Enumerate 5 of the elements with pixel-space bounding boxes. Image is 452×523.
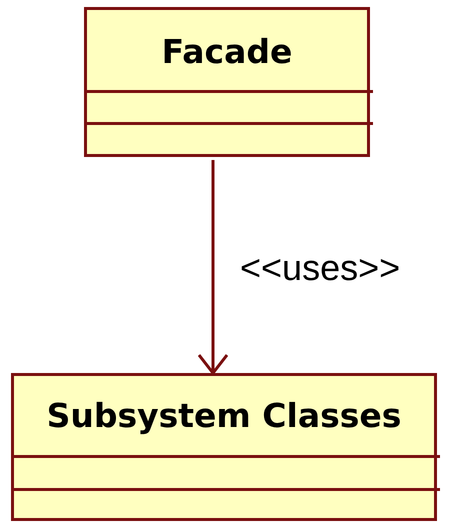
class-box <box>84 7 370 157</box>
class-name: Facade <box>160 32 294 71</box>
arrow <box>198 160 228 374</box>
class-box <box>11 373 437 521</box>
class-name: Subsystem Classes <box>46 396 402 435</box>
